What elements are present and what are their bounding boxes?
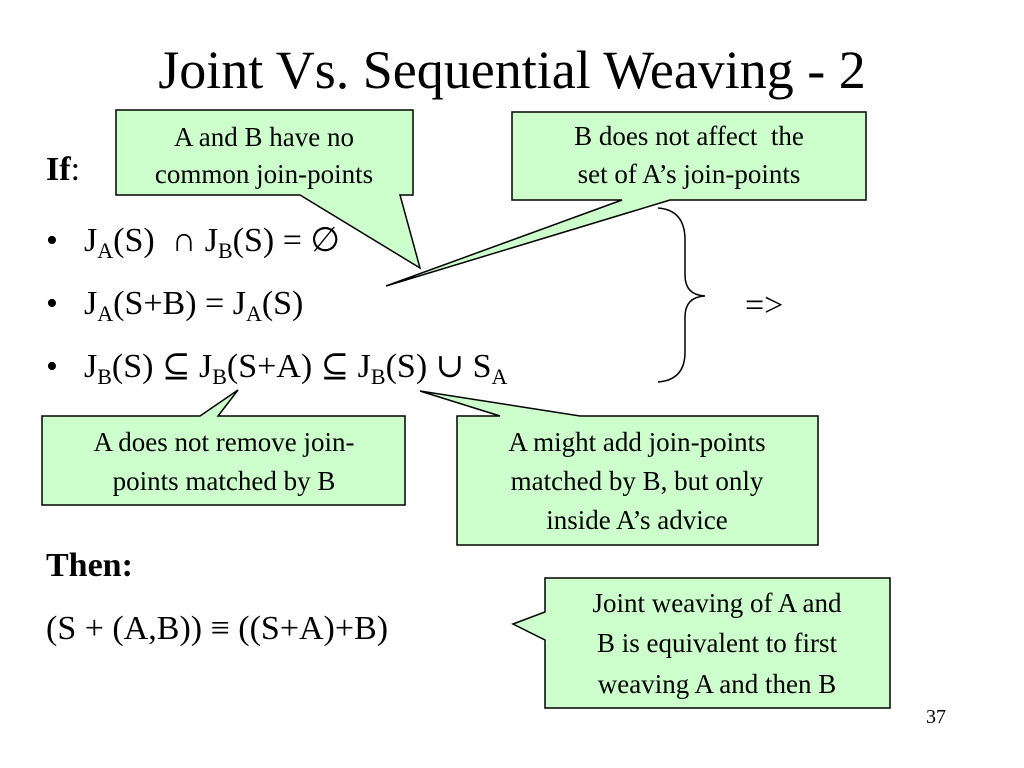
callout-not-affect-line-1: B does not affect the: [574, 121, 804, 151]
right-brace: [657, 207, 706, 383]
callout-might-add-line-2: matched by B, but only: [511, 466, 764, 496]
callout-not-remove-line-1: A does not remove join-: [94, 427, 355, 457]
if-heading: If:: [46, 150, 80, 190]
callout-no-common: A and B have no common join-points: [115, 109, 422, 270]
premise-rule-2: •JA(S+B) = JA(S): [46, 285, 304, 326]
bullet: •: [46, 348, 58, 385]
premise-rule-1: •JA(S) ∩ JB(S) = ∅: [46, 222, 341, 263]
callout-might-add-line-3: inside A’s advice: [546, 505, 727, 535]
callout-not-remove: A does not remove join- points matched b…: [41, 389, 406, 506]
callout-not-remove-line-2: points matched by B: [113, 466, 336, 496]
callout-not-affect-line-2: set of A’s join-points: [578, 159, 801, 189]
callout-equivalent-line-3: weaving A and then B: [598, 669, 836, 699]
if-colon: :: [70, 151, 81, 188]
callout-might-add-line-1: A might add join-points: [508, 427, 765, 457]
bullet: •: [46, 285, 58, 322]
callout-equivalent: Joint weaving of A and B is equivalent t…: [511, 577, 891, 709]
callout-equivalent-line-2: B is equivalent to first: [597, 628, 837, 658]
if-label: If: [46, 151, 71, 188]
premise-rule-3: •JB(S) ⊆ JB(S+A) ⊆ JB(S) ∪ SA: [46, 348, 508, 389]
then-label: Then:: [46, 547, 133, 584]
callout-equivalent-line-1: Joint weaving of A and: [593, 588, 842, 618]
conclusion-formula: (S + (A,B)) ≡ ((S+A)+B): [46, 610, 389, 647]
callout-might-add: A might add join-points matched by B, bu…: [419, 390, 819, 546]
callout-not-affect: B does not affect the set of A’s join-po…: [385, 111, 867, 287]
slide-title: Joint Vs. Sequential Weaving - 2: [158, 40, 866, 100]
page-number: 37: [926, 706, 946, 728]
callout-no-common-line-2: common join-points: [155, 159, 373, 189]
implies-arrow: =>: [745, 287, 784, 324]
callout-no-common-line-1: A and B have no: [174, 122, 354, 152]
bullet: •: [46, 222, 58, 259]
